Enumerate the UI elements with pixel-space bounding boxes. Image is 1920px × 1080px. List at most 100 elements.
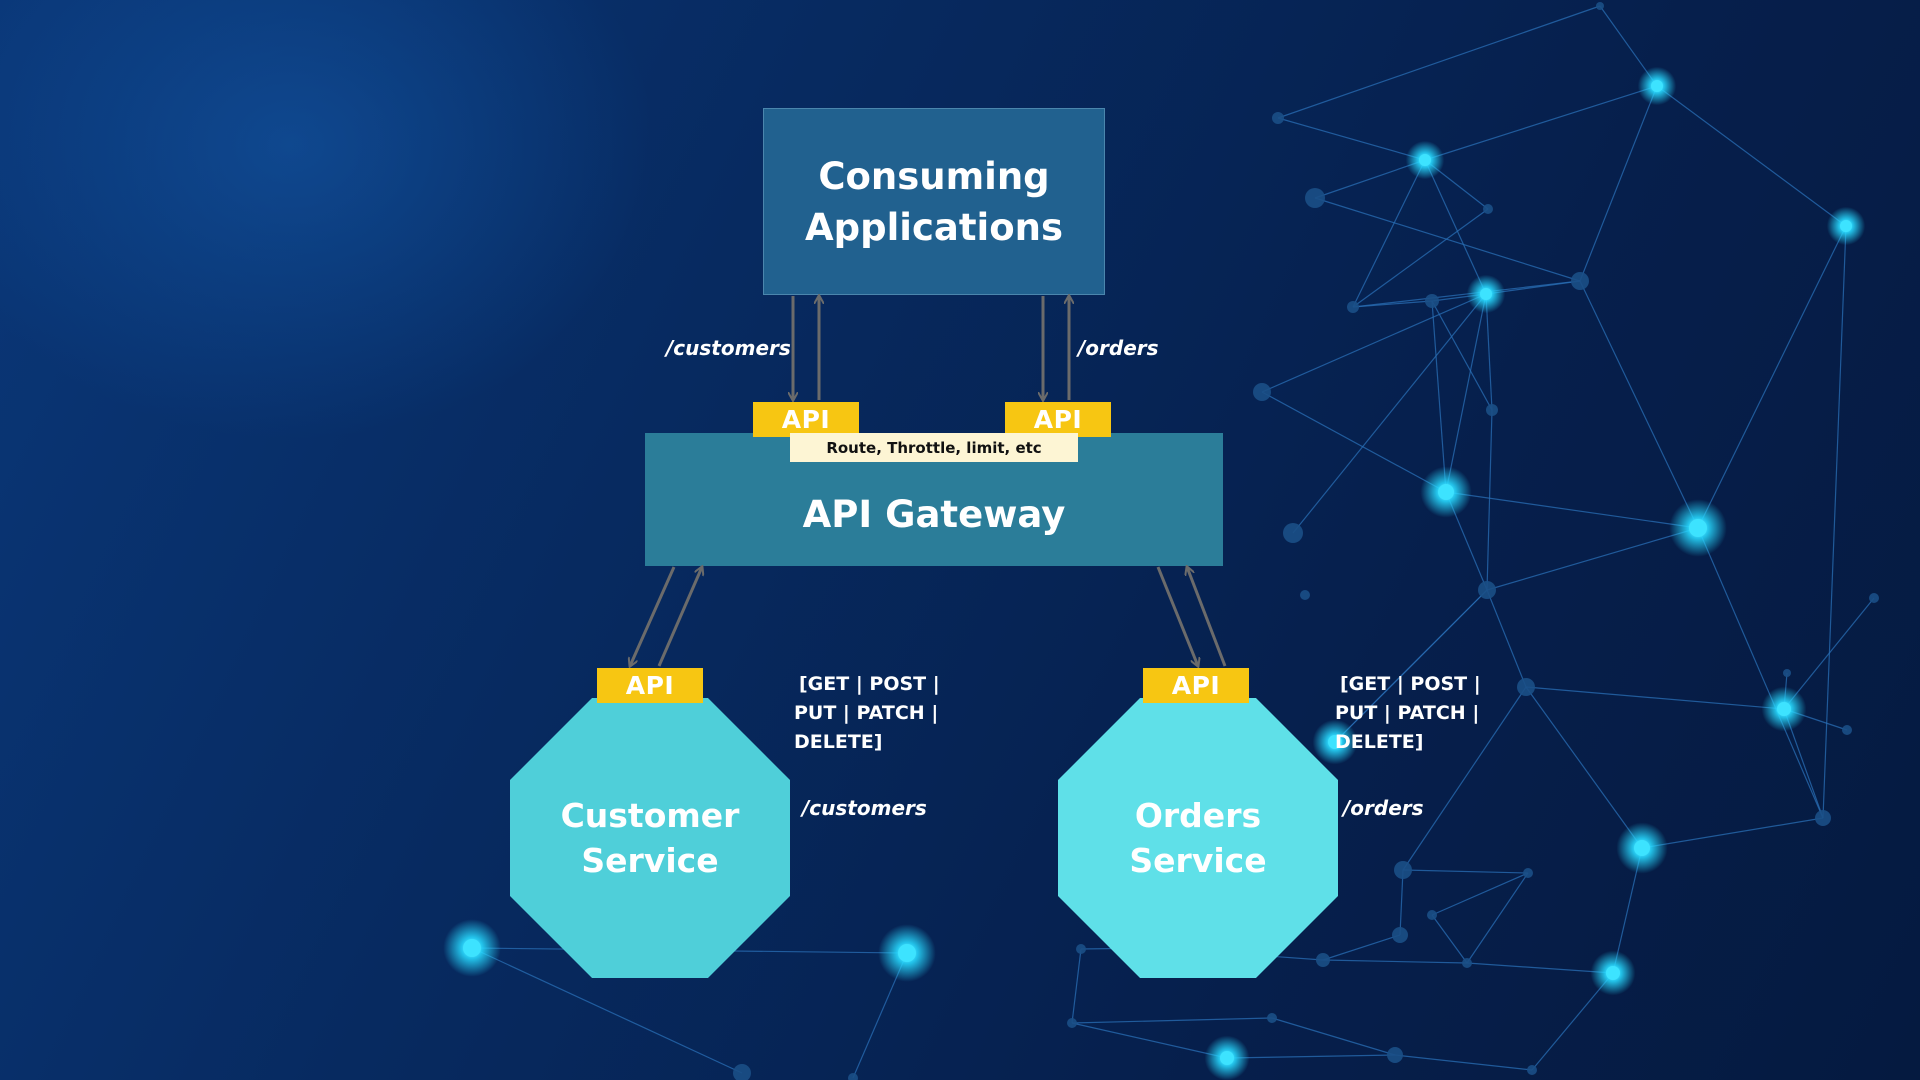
orders-service-line1: Orders [1134,796,1262,835]
network-link [1226,1054,1396,1059]
network-node [733,1064,751,1080]
consuming-applications-box: Consuming Applications [763,108,1105,295]
network-link [1334,589,1488,743]
network-link [1277,117,1426,161]
network-node [1571,272,1589,290]
network-node [1783,669,1791,677]
network-node [1427,910,1437,920]
network-link [1314,159,1426,199]
network-node [1267,1013,1277,1023]
network-node [1842,725,1852,735]
network-node [1596,2,1604,10]
network-link [1352,280,1581,308]
network-link [1697,527,1824,819]
network-node [463,939,481,957]
network-link [1261,391,1447,493]
network-node [1347,301,1359,313]
gateway-api-tag-orders: API [1005,402,1111,437]
network-node [898,944,916,962]
network-node [1419,154,1431,166]
orders-methods-line2: PUT | PATCH | [1335,702,1480,724]
route-throttle-label: Route, Throttle, limit, etc [790,433,1078,462]
network-node [1523,868,1533,878]
network-node [1328,735,1342,749]
orders-service-path: /orders [1343,796,1424,820]
network-link [1431,914,1468,964]
consuming-applications-line2: Applications [804,205,1064,249]
network-link [1579,85,1658,282]
network-link [1261,293,1487,393]
customer-methods-line2: PUT | PATCH | [794,702,939,724]
network-link [1486,527,1699,591]
network-link [1424,159,1487,295]
network-link [1071,1017,1273,1024]
network-node [1815,810,1831,826]
network-link [1431,300,1447,493]
network-node [1283,523,1303,543]
network-node [1253,383,1271,401]
orders-service-line2: Service [1129,841,1267,880]
network-link [1402,869,1529,874]
network-node [1300,590,1310,600]
network-node [1387,1047,1403,1063]
network-link [1466,872,1529,964]
network-link [1431,300,1493,411]
network-link [1322,959,1468,964]
network-link [1292,293,1487,534]
network-node [1394,861,1412,879]
network-node [1777,702,1791,716]
network-link [1579,280,1699,529]
network-link [1352,159,1426,308]
network-node [1425,294,1439,308]
gateway-api-tag-customers: API [753,402,859,437]
orders-service-api-tag: API [1143,668,1249,703]
network-node [1220,1051,1234,1065]
network-node [1480,288,1492,300]
orders-service-methods: [GET | POST |PUT | PATCH |DELETE] [1335,670,1481,757]
network-link [1399,869,1404,936]
network-link [1466,962,1614,974]
api-gateway-box: API Gateway [645,433,1223,566]
customer-methods-line1: [GET | POST | [799,673,940,695]
customer-service-line1: Customer [560,796,740,835]
network-link [1322,934,1401,961]
consuming-applications-line1: Consuming [818,154,1050,198]
customer-service-path: /customers [802,796,927,820]
network-link [1277,5,1601,119]
customer-service-api-tag: API [597,668,703,703]
customer-service-methods: [GET | POST | PUT | PATCH | DELETE] [794,670,940,757]
customer-methods-line3: DELETE] [794,731,883,753]
network-node [1869,593,1879,603]
network-node [1462,958,1472,968]
network-link [1486,409,1493,591]
network-node [1392,927,1408,943]
network-link [1641,817,1824,849]
orders-service-octagon: Orders Service [1058,698,1338,978]
network-link [1525,686,1643,849]
network-link [1445,293,1487,493]
orders-methods-line1: [GET | POST | [1340,673,1481,695]
network-link [1352,300,1433,308]
network-link [1485,293,1493,411]
network-link [1822,225,1847,819]
network-link [1394,1054,1533,1071]
network-node [1634,840,1650,856]
api-gateway-title: API Gateway [802,493,1066,536]
network-node [1483,204,1493,214]
network-link [1431,872,1529,916]
network-node [1840,220,1852,232]
network-node [1305,188,1325,208]
network-node [1316,953,1330,967]
network-link [1486,589,1527,688]
top-path-customers: /customers [666,336,791,360]
network-link [1352,208,1489,308]
customer-service-line2: Service [581,841,719,880]
network-link [1525,686,1785,710]
network-link [1445,491,1699,529]
network-node [1272,112,1284,124]
network-link [1314,197,1581,282]
network-link [1071,948,1082,1024]
network-node [1527,1065,1537,1075]
